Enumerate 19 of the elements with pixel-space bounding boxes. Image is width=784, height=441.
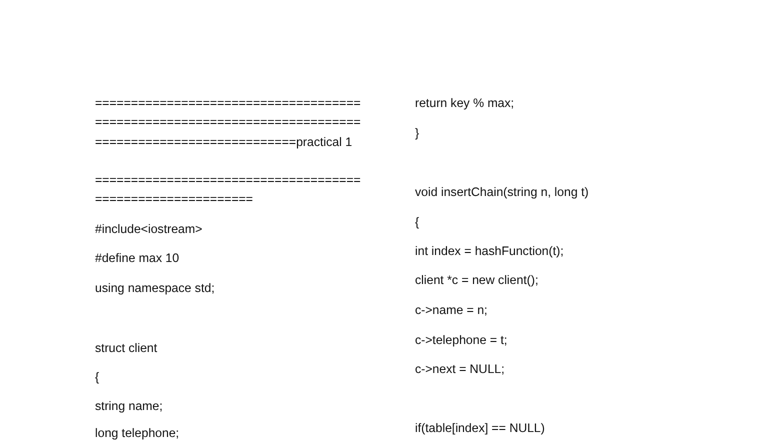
code-line: c->next = NULL; [415,361,505,377]
code-line: string name; [95,398,163,414]
code-line: void insertChain(string n, long t) [415,184,589,200]
code-line: { [95,369,100,385]
code-line: long telephone; [95,425,180,441]
code-line: #define max 10 [95,250,180,266]
code-line: { [415,214,420,230]
code-line: #include<iostream> [95,221,202,237]
code-line: return key % max; [415,95,514,111]
code-line: ======================================================================================================practical 1 [95,95,362,151]
code-line: if(table[index] == NULL) [415,420,545,436]
code-line: c->telephone = t; [415,332,508,348]
code-line: c->name = n; [415,302,488,318]
code-line: =========================================================== [95,172,362,208]
code-line: client *c = new client(); [415,272,538,288]
code-line: struct client [95,340,158,356]
code-line: int index = hashFunction(t); [415,243,564,259]
code-line: using namespace std; [95,280,215,296]
code-line: } [415,125,420,141]
